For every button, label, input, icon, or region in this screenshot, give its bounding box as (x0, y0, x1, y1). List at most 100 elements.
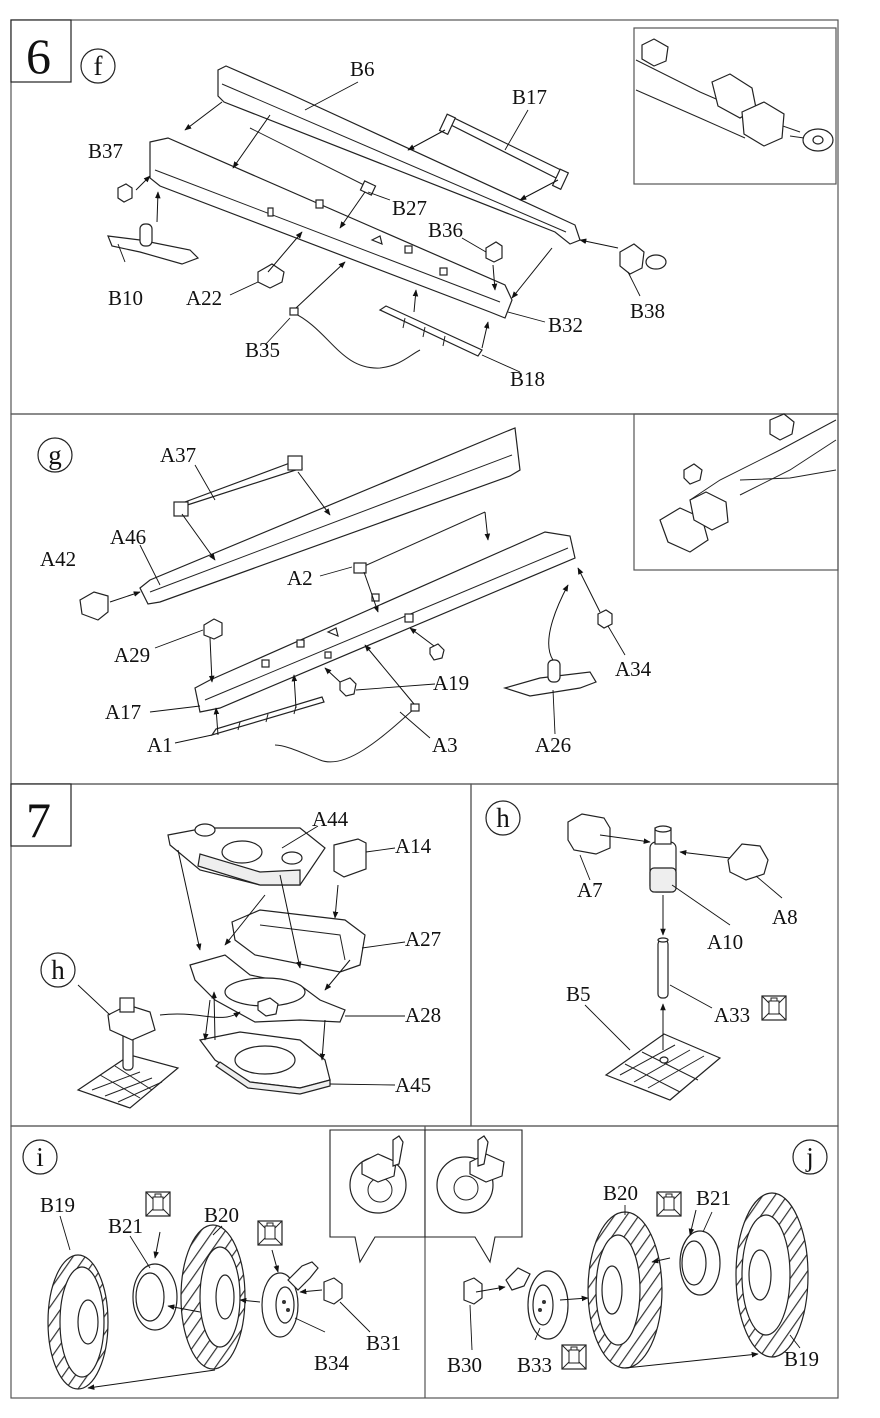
label-A42: A42 (40, 547, 76, 571)
part-A37-bar (173, 455, 303, 517)
panel-h-drawing (567, 813, 787, 1101)
part-B17-bar (438, 113, 570, 191)
part-B31 (323, 1277, 343, 1305)
part-B20-tire-j (587, 1211, 663, 1369)
label-B30: B30 (447, 1353, 482, 1377)
label-B19-i: B19 (40, 1193, 75, 1217)
part-B35-cable (291, 311, 421, 369)
panel-j-drawing (463, 1191, 809, 1370)
label-B34: B34 (314, 1351, 350, 1375)
label-A28: A28 (405, 1003, 441, 1027)
label-A3: A3 (432, 733, 458, 757)
part-B10 (107, 223, 200, 265)
panel-h-labels: A7 A10 A8 B5 A33 (566, 878, 798, 1027)
part-A34 (597, 609, 613, 629)
substep-i-marker: i (22, 1139, 58, 1175)
part-A14 (333, 838, 367, 878)
part-steering-arm-j (505, 1267, 531, 1291)
panel-f-labels: B6 B17 B37 B27 B36 B10 A22 B32 B38 B35 B… (88, 57, 665, 391)
inset-g-detail (659, 413, 837, 553)
no-glue-icon (257, 1220, 283, 1246)
part-B34-drum-i (261, 1272, 299, 1338)
part-B20-tire-i (180, 1224, 246, 1370)
label-A33: A33 (714, 1003, 750, 1027)
svg-text:f: f (94, 51, 103, 81)
panel-g-drawing (79, 413, 839, 763)
part-A42 (79, 591, 109, 621)
part-A22 (257, 263, 285, 289)
label-B18: B18 (510, 367, 545, 391)
no-glue-icon (761, 995, 787, 1021)
part-B5 (604, 1033, 722, 1101)
substep-f-marker: f (80, 48, 116, 84)
substep-h-marker: h (485, 800, 521, 836)
part-A29 (203, 618, 223, 640)
label-A44: A44 (312, 807, 349, 831)
part-B21-hub-j (679, 1230, 721, 1296)
part-jack-assembly (76, 997, 180, 1109)
step-7-number: 7 (26, 792, 51, 848)
label-B19-j: B19 (784, 1347, 819, 1371)
label-B5: B5 (566, 982, 591, 1006)
label-B32: B32 (548, 313, 583, 337)
part-A19 (339, 677, 357, 697)
part-A45 (198, 1031, 331, 1095)
label-A29: A29 (114, 643, 150, 667)
label-B10: B10 (108, 286, 143, 310)
panel-g-labels: A37 A46 A42 A2 A29 A34 A19 A17 A1 A3 A26 (40, 443, 652, 757)
step-6-box: 6 (10, 19, 72, 84)
label-A37: A37 (160, 443, 196, 467)
label-A34: A34 (615, 657, 652, 681)
label-A45: A45 (395, 1073, 431, 1097)
part-B37 (117, 183, 133, 203)
no-glue-icon (561, 1344, 587, 1370)
label-B36: B36 (428, 218, 463, 242)
panel-f-drawing (107, 27, 837, 373)
label-B37: B37 (88, 139, 123, 163)
label-A27: A27 (405, 927, 441, 951)
label-B27: B27 (392, 196, 427, 220)
svg-text:i: i (36, 1142, 44, 1172)
label-A17: A17 (105, 700, 141, 724)
step-7-drawing (76, 823, 406, 1109)
panel-frames (10, 19, 839, 1399)
label-A2: A2 (287, 566, 313, 590)
label-A7: A7 (577, 878, 603, 902)
panel-i-drawing (47, 1191, 371, 1390)
part-A28 (189, 954, 346, 1023)
label-A8: A8 (772, 905, 798, 929)
substep-h-reference-marker: h (40, 952, 76, 988)
step-7-labels: A44 A14 A27 A28 A45 (312, 807, 441, 1097)
label-A10: A10 (707, 930, 743, 954)
label-B20-j: B20 (603, 1181, 638, 1205)
part-A8 (727, 843, 769, 881)
part-B38 (619, 243, 667, 275)
label-A19: A19 (433, 671, 469, 695)
part-frame-main (194, 531, 576, 713)
panel-j-labels: B20 B21 B30 B33 B19 (447, 1181, 819, 1377)
callout-i-detail (329, 1129, 426, 1264)
label-A22: A22 (186, 286, 222, 310)
part-B21-hub-i (132, 1263, 178, 1331)
part-A7 (567, 813, 611, 855)
part-B33-drum-j (527, 1270, 569, 1340)
part-B19-wheel-i (47, 1254, 109, 1390)
inset-f-detail (635, 38, 834, 152)
part-steering-arm-i (287, 1261, 319, 1291)
part-A3-cable (274, 707, 416, 763)
label-B33: B33 (517, 1353, 552, 1377)
part-A10 (649, 825, 677, 893)
label-A26: A26 (535, 733, 571, 757)
part-frame-inner (149, 137, 513, 319)
label-A46: A46 (110, 525, 146, 549)
label-A14: A14 (395, 834, 432, 858)
no-glue-icon (145, 1191, 171, 1217)
label-A1: A1 (147, 733, 173, 757)
label-B6: B6 (350, 57, 375, 81)
panel-i-labels: B19 B21 B20 B34 B31 (40, 1193, 401, 1375)
svg-text:h: h (496, 803, 510, 833)
part-B30 (463, 1277, 483, 1305)
substep-j-marker: j (792, 1139, 828, 1175)
part-B19-wheel-j (735, 1192, 809, 1358)
